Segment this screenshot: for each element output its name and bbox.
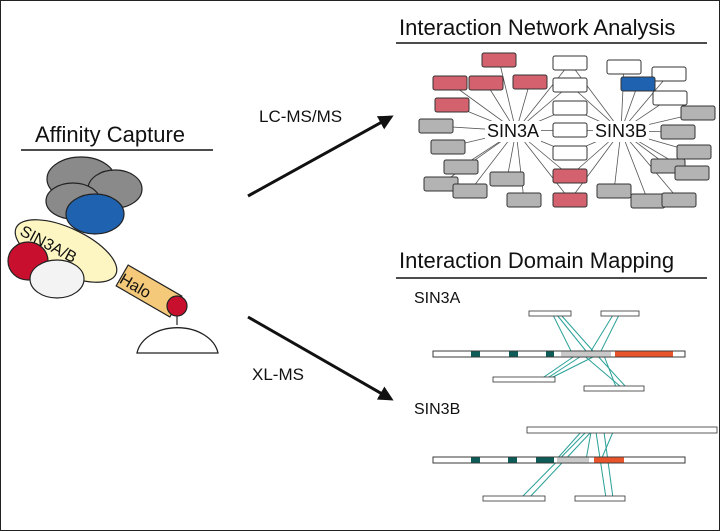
sin3a-partner-bar-2 bbox=[600, 310, 640, 317]
mapping-sin3a-label: SIN3A bbox=[414, 290, 461, 307]
halo-ligand-bead bbox=[166, 295, 188, 317]
network-node-23 bbox=[652, 90, 688, 106]
sin3a-domain-bar-domain bbox=[615, 351, 673, 357]
sin3b-partner-bar-1 bbox=[482, 495, 546, 502]
network-node-15 bbox=[552, 100, 588, 116]
crosslink-line bbox=[600, 431, 614, 461]
network-nodes bbox=[418, 52, 716, 209]
network-node-5 bbox=[434, 97, 470, 113]
crosslink-line bbox=[602, 352, 617, 388]
network-edge bbox=[515, 62, 571, 132]
sin3a-domain-bar-domain bbox=[509, 351, 518, 357]
network-node-12 bbox=[506, 192, 542, 208]
sin3b-domain-bar-domain bbox=[508, 457, 517, 463]
sin3b-partner-bar-long bbox=[526, 426, 718, 434]
crosslink-line bbox=[556, 314, 587, 352]
crosslink-line bbox=[552, 314, 572, 352]
xlms-arrow-label: XL-MS bbox=[252, 365, 304, 384]
sin3b-domain-bar-domain bbox=[536, 457, 554, 463]
arrow-to-network bbox=[247, 115, 394, 198]
network-node-21 bbox=[651, 66, 687, 82]
sin3a-domain-bar-domain bbox=[471, 351, 480, 357]
network-node-4 bbox=[512, 74, 548, 90]
sin3a-partner-bar-4 bbox=[583, 385, 645, 392]
network-node-19 bbox=[552, 192, 588, 208]
network-node-16 bbox=[552, 122, 588, 138]
crosslink-lines bbox=[520, 314, 627, 499]
network-node-20 bbox=[606, 59, 642, 75]
crosslink-line bbox=[520, 431, 587, 499]
network-node-17 bbox=[552, 145, 588, 161]
sin3b-domain-bar-domain bbox=[594, 457, 624, 463]
hub-sin3a-label: SIN3A bbox=[485, 121, 542, 142]
network-node-14 bbox=[552, 77, 588, 93]
sin3b-domain-bar-domain bbox=[557, 457, 589, 463]
network-edge bbox=[620, 130, 649, 202]
crosslink-line bbox=[590, 314, 614, 352]
arrow-to-mapping bbox=[247, 315, 394, 401]
domain-map-bars bbox=[432, 310, 718, 502]
sin3b-domain-bar-domain bbox=[471, 457, 480, 463]
network-node-22 bbox=[620, 76, 656, 92]
affinity-capture-title: Affinity Capture bbox=[35, 122, 186, 147]
network-node-10 bbox=[452, 183, 488, 199]
network-node-24 bbox=[680, 105, 716, 121]
network-edge bbox=[569, 62, 622, 132]
hub-sin3b-label: SIN3B bbox=[593, 121, 650, 142]
network-node-29 bbox=[596, 183, 632, 199]
network-node-31 bbox=[661, 192, 697, 208]
sin3b-domain-bar-outline bbox=[432, 456, 686, 464]
sin3b-partner-bar-2 bbox=[574, 495, 626, 502]
mapping-title: Interaction Domain Mapping bbox=[399, 248, 675, 273]
network-edge bbox=[620, 130, 680, 201]
network-node-1 bbox=[481, 52, 517, 68]
lcms-arrow-label: LC-MS/MS bbox=[259, 107, 343, 126]
network-edge bbox=[515, 130, 525, 201]
network-node-30 bbox=[630, 193, 666, 209]
network-node-25 bbox=[660, 124, 696, 140]
crosslink-line bbox=[595, 431, 607, 499]
blue-prey-oval bbox=[65, 193, 125, 235]
crosslink-line bbox=[594, 352, 627, 388]
white-prey-oval bbox=[29, 259, 85, 299]
sin3a-domain-bar-outline bbox=[432, 350, 686, 358]
crosslink-line bbox=[560, 314, 594, 352]
network-node-2 bbox=[432, 75, 468, 91]
crosslink-line bbox=[528, 431, 592, 499]
network-node-3 bbox=[468, 75, 504, 91]
mapping-sin3b-label: SIN3B bbox=[414, 401, 461, 418]
crosslink-line bbox=[580, 352, 622, 388]
network-node-11 bbox=[489, 171, 525, 187]
crosslink-line bbox=[600, 314, 620, 352]
network-node-13 bbox=[552, 55, 588, 71]
network-node-28 bbox=[674, 165, 710, 181]
network-node-7 bbox=[430, 139, 466, 155]
resin-support bbox=[136, 327, 219, 354]
sin3a-domain-bar-domain bbox=[561, 351, 611, 357]
network-edge bbox=[498, 59, 517, 132]
crosslink-line bbox=[585, 431, 592, 461]
network-node-26 bbox=[676, 144, 712, 160]
sin3a-partner-bar-3 bbox=[492, 376, 556, 383]
crosslink-line bbox=[603, 431, 614, 499]
network-node-8 bbox=[443, 159, 479, 175]
crosslink-line bbox=[555, 431, 582, 461]
network-edge bbox=[569, 130, 622, 201]
sin3a-partner-bar-1 bbox=[528, 310, 572, 317]
sin3a-domain-bar-domain bbox=[546, 351, 554, 357]
network-edge bbox=[515, 130, 571, 201]
network-title: Interaction Network Analysis bbox=[399, 15, 676, 40]
network-node-18 bbox=[552, 168, 588, 184]
network-node-6 bbox=[418, 118, 454, 134]
